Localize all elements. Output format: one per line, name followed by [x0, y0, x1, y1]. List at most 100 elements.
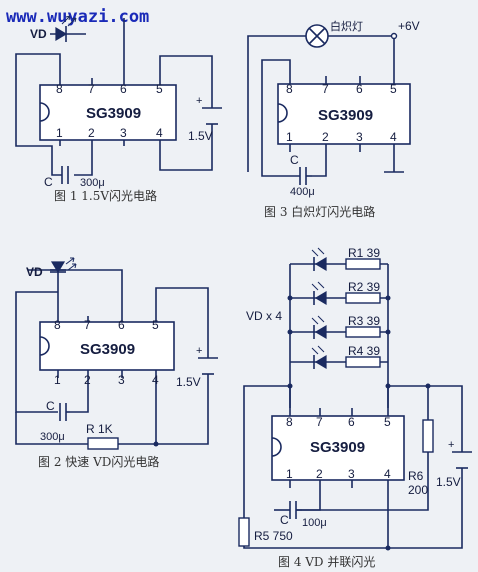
fig1-pin5: 5	[156, 82, 163, 96]
figure-3: SG3909 8 7 6 5 1 2 3 4 白炽灯 +6V C 400μ 图 …	[247, 19, 420, 219]
fig1-pin4: 4	[156, 126, 163, 140]
fig1-wire-pin5-battery	[159, 55, 213, 108]
fig1-pin6: 6	[120, 82, 127, 96]
fig4-chip-notch	[271, 437, 282, 457]
fig4-r6-label: R6	[408, 469, 424, 483]
fig4-wire-pin8-bank	[243, 385, 291, 518]
fig3-lamp-icon	[305, 24, 329, 48]
fig1-battery-icon	[202, 107, 222, 125]
fig1-chip-notch	[39, 102, 50, 122]
fig2-battery-plus: +	[196, 345, 202, 357]
fig3-sg3909-chip	[277, 83, 411, 145]
fig2-cap-value: 300μ	[40, 431, 65, 443]
fig4-sg3909-chip	[271, 415, 405, 481]
fig1-cap-value: 300μ	[80, 177, 105, 189]
fig3-lamp-label: 白炽灯	[330, 19, 363, 33]
fig3-pin8: 8	[286, 82, 293, 96]
fig1-wire-pin8-left	[15, 53, 62, 176]
fig4-resistor-r6	[422, 419, 434, 453]
fig4-battery-plus: +	[448, 439, 454, 451]
fig2-pin8: 8	[54, 318, 61, 332]
fig4-cap-value: 100μ	[302, 517, 327, 529]
fig1-led-icon	[50, 15, 86, 42]
fig3-pin2: 2	[322, 130, 329, 144]
fig4-capacitor	[289, 498, 321, 519]
fig4-caption: 图 4 VD 并联闪光	[278, 555, 375, 569]
fig4-wire-pin5-bank	[387, 385, 463, 452]
figure-4: R1 39 R2 39 R3 39 R4 39 VD x 4 SG3909 8 …	[238, 246, 472, 569]
fig4-r3-label: R3 39	[348, 314, 380, 328]
fig2-chip-notch	[39, 336, 50, 356]
fig4-led-icon-2	[311, 281, 327, 306]
fig2-resistor-label: R 1K	[86, 422, 113, 436]
fig3-pin1: 1	[286, 130, 293, 144]
fig4-junction-bottom	[385, 545, 391, 551]
fig4-led-icon-3	[311, 315, 327, 340]
fig3-cap-value: 400μ	[290, 186, 315, 198]
fig4-resistor-r3	[345, 326, 381, 338]
fig3-wire-cap-pin2	[312, 152, 327, 177]
fig4-vd-count: VD x 4	[246, 309, 282, 323]
fig2-pin3: 3	[118, 373, 125, 387]
fig4-junction-r6	[425, 383, 431, 389]
fig4-led-icon-1	[311, 247, 327, 272]
fig4-r2-label: R2 39	[348, 280, 380, 294]
fig1-chip-label: SG3909	[86, 105, 141, 122]
fig3-pin6: 6	[356, 82, 363, 96]
fig4-junction-r2	[385, 295, 391, 301]
fig3-capacitor	[299, 167, 312, 185]
fig2-resistor	[87, 437, 119, 450]
fig1-capacitor	[61, 166, 69, 184]
fig4-junction-l2	[287, 295, 293, 301]
fig4-pin2: 2	[316, 467, 323, 481]
fig3-cap-letter: C	[290, 153, 299, 167]
fig3-pin4: 4	[390, 130, 397, 144]
fig1-pin1: 1	[56, 126, 63, 140]
fig2-pin6: 6	[118, 318, 125, 332]
fig4-pin6: 6	[348, 415, 355, 429]
fig2-led-label: VD	[26, 265, 43, 279]
fig4-led-icon-4	[311, 345, 327, 370]
fig4-pin1: 1	[286, 467, 293, 481]
fig4-r4-label: R4 39	[348, 344, 380, 358]
fig4-resistor-r2	[345, 292, 381, 304]
fig1-pin8: 8	[56, 82, 63, 96]
fig4-r6-value: 200	[408, 483, 428, 497]
fig4-battery-label: 1.5V	[436, 475, 461, 489]
fig1-caption: 图 1 1.5V闪光电路	[54, 188, 157, 203]
fig3-supply-label: +6V	[398, 19, 420, 33]
fig2-chip-pins	[57, 316, 157, 378]
fig1-pin7: 7	[88, 82, 95, 96]
fig4-pin4: 4	[384, 467, 391, 481]
fig2-pin1: 1	[54, 373, 61, 387]
fig3-wire-pin8-loop	[261, 59, 300, 177]
fig1-wire-cap-pin2	[74, 146, 93, 176]
fig2-pin4: 4	[152, 373, 159, 387]
fig1-battery-label: 1.5V	[188, 129, 213, 143]
fig2-pin7: 7	[84, 318, 91, 332]
fig4-wire-battery-return	[243, 468, 463, 549]
fig2-chip-label: SG3909	[80, 341, 135, 358]
fig2-pin2: 2	[84, 373, 91, 387]
figure-2: SG3909 8 7 6 5 1 2 3 4 VD C 300μ R 1K	[15, 257, 218, 469]
fig2-capacitor	[59, 403, 70, 421]
fig2-battery-label: 1.5V	[176, 375, 201, 389]
fig2-led-icon	[50, 257, 77, 274]
fig4-pin8: 8	[286, 415, 293, 429]
fig4-chip-label: SG3909	[310, 439, 365, 456]
fig1-chip-pins	[59, 78, 161, 146]
fig1-battery-plus: +	[196, 95, 202, 107]
fig3-supply-terminal	[390, 32, 398, 40]
fig4-chip-pins	[289, 408, 389, 488]
fig2-wire-left-loop	[15, 291, 58, 413]
fig1-pin2: 2	[88, 126, 95, 140]
fig1-wire-battery-pin4	[159, 124, 213, 171]
fig3-chip-label: SG3909	[318, 107, 373, 124]
fig3-chip-notch	[277, 103, 288, 123]
fig2-pin5: 5	[152, 318, 159, 332]
fig2-wire-resistor-left	[15, 412, 88, 445]
fig4-pin3: 3	[348, 467, 355, 481]
fig4-r5-label: R5 750	[254, 529, 293, 543]
fig4-battery-icon	[452, 451, 472, 469]
fig2-caption: 图 2 快速 VD闪光电路	[38, 454, 159, 469]
